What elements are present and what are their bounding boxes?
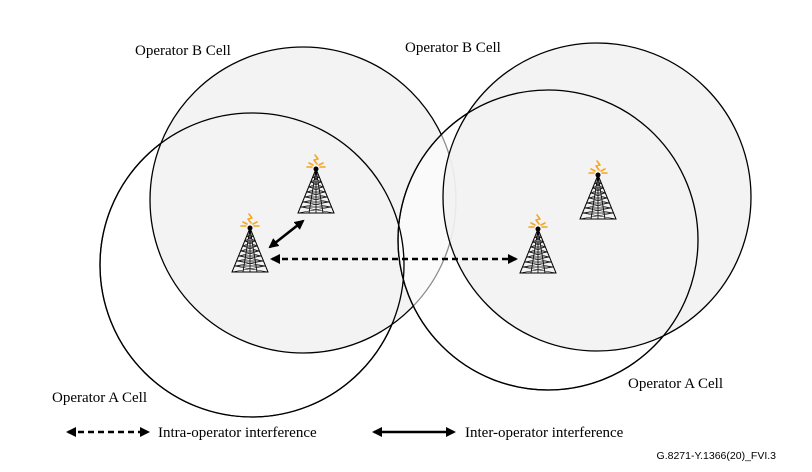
figure-code: G.8271-Y.1366(20)_FVI.3	[657, 450, 777, 462]
operator-b-cell-right-label: Operator B Cell	[405, 40, 501, 56]
operator-a-cell-right-label: Operator A Cell	[628, 376, 723, 392]
operator-a-cell-left-label: Operator A Cell	[52, 390, 147, 406]
operator-b-cell-left-label: Operator B Cell	[135, 43, 231, 59]
operator-b-cell-right-circle	[443, 43, 751, 351]
legend: Intra-operator interference Inter-operat…	[68, 425, 624, 441]
legend-intra-label: Intra-operator interference	[158, 425, 317, 441]
legend-inter-label: Inter-operator interference	[465, 425, 624, 441]
